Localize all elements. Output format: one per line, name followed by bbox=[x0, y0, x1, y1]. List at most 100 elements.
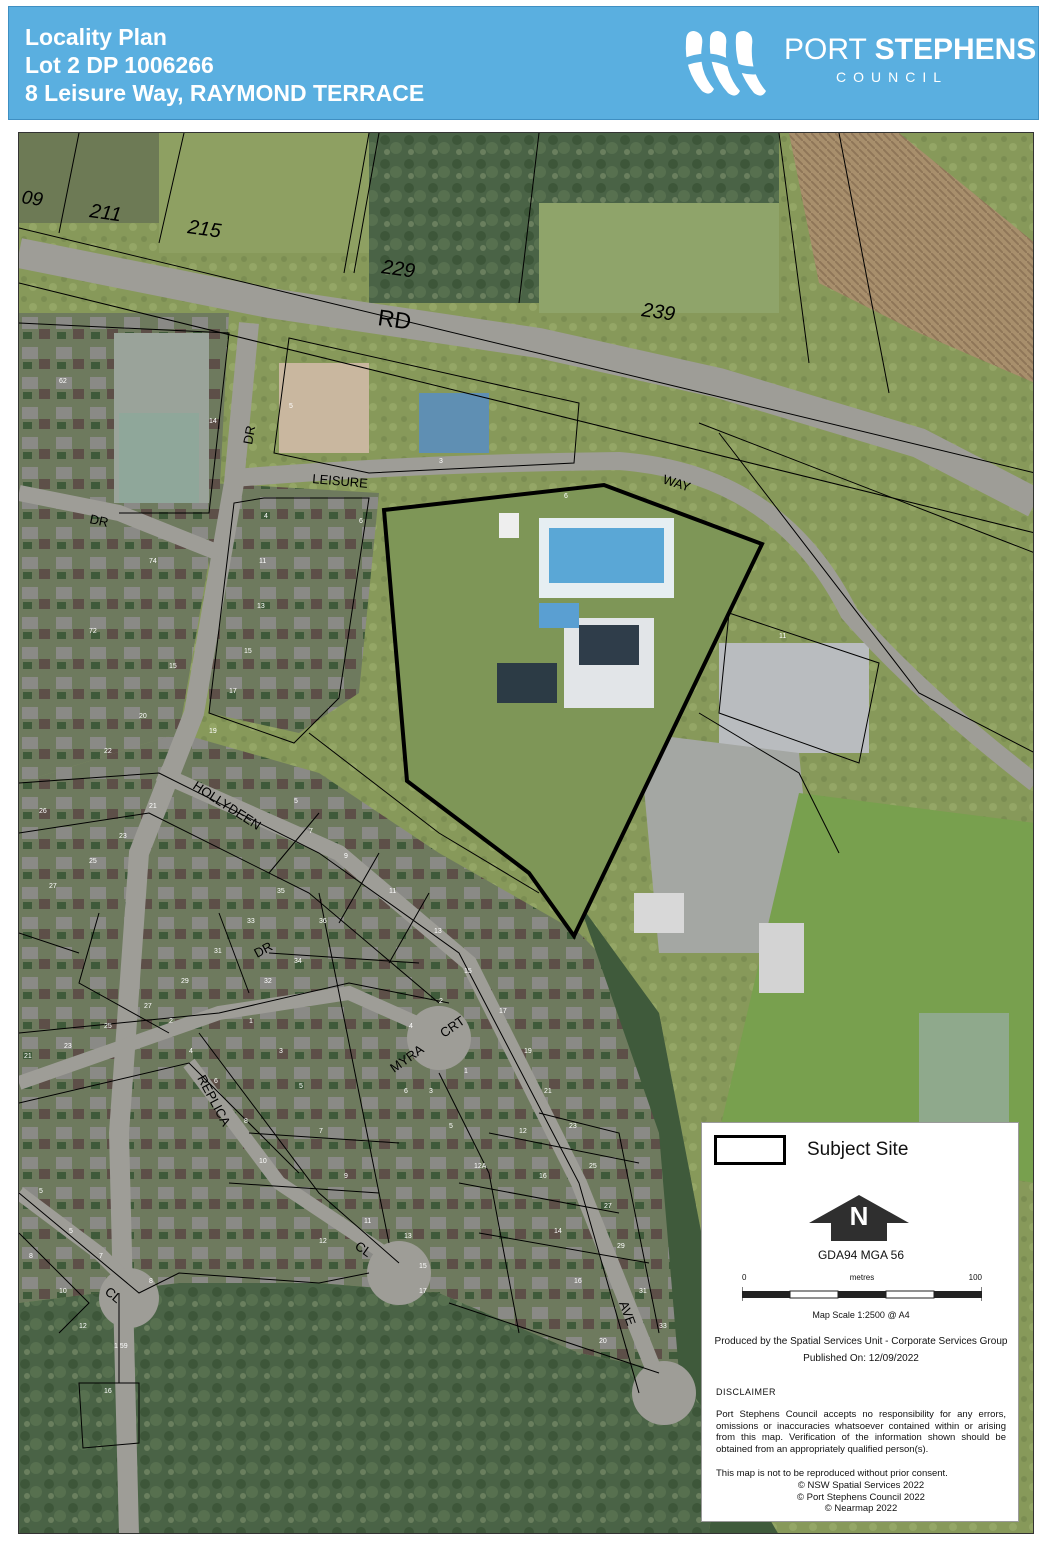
lot-number: 17 bbox=[229, 688, 237, 695]
lot-number: 13 bbox=[404, 1233, 412, 1240]
lot-number: 3 bbox=[439, 458, 443, 465]
street-label-dr-top: DR bbox=[240, 424, 258, 445]
lot-number: 36 bbox=[319, 918, 327, 925]
building-west bbox=[119, 413, 199, 503]
lot-number: 8 bbox=[29, 1253, 33, 1260]
lot-labels: 09 211 215 229 239 bbox=[20, 187, 676, 325]
credit-nearmap: © Nearmap 2022 bbox=[824, 1503, 898, 1514]
logo-stephens: STEPHENS bbox=[874, 33, 1037, 66]
units-block bbox=[279, 363, 369, 453]
lot-number: 35 bbox=[277, 888, 285, 895]
lot-number: 31 bbox=[214, 948, 222, 955]
main-road bbox=[19, 238, 1033, 517]
cadastre-boundaries bbox=[19, 133, 1033, 1449]
street-label-leisure: LEISURE bbox=[312, 471, 369, 491]
produced-by: Produced by the Spatial Services Unit - … bbox=[710, 1333, 1012, 1367]
lot-number: 6 bbox=[404, 1088, 408, 1095]
lot-number: 13 bbox=[434, 928, 442, 935]
lot-number: 21 bbox=[544, 1088, 552, 1095]
lot-number: 1 59 bbox=[114, 1343, 128, 1350]
lot-number: 8 bbox=[244, 1118, 248, 1125]
lot-number: 21 bbox=[149, 803, 157, 810]
lot-number: 23 bbox=[119, 833, 127, 840]
scale-max: 100 bbox=[968, 1273, 982, 1282]
lot-number: 12 bbox=[79, 1323, 87, 1330]
map-header: Locality Plan Lot 2 DP 1006266 8 Leisure… bbox=[8, 6, 1039, 120]
title-block: Locality Plan Lot 2 DP 1006266 8 Leisure… bbox=[25, 23, 424, 107]
lot-number: 11 bbox=[364, 1218, 371, 1225]
north-arrow-icon bbox=[809, 1195, 909, 1241]
lot-number: 13 bbox=[257, 603, 265, 610]
lot-number: 20 bbox=[139, 713, 147, 720]
logo-name: PORT STEPHENS bbox=[784, 33, 1036, 67]
lot-label-229: 229 bbox=[379, 256, 416, 283]
lot-number: 29 bbox=[617, 1243, 625, 1250]
scale-bar: 0 metres 100 bbox=[742, 1273, 982, 1313]
lot-number: 15 bbox=[419, 1263, 427, 1270]
lot-number: 5 bbox=[69, 1228, 73, 1235]
leisure-way-road bbox=[233, 451, 1033, 791]
lot-number: 9 bbox=[344, 1173, 348, 1180]
lot-number: 72 bbox=[89, 628, 97, 635]
lot-number: 7 bbox=[309, 828, 313, 835]
lot-number: 7 bbox=[319, 1128, 323, 1135]
lot-number: 4 bbox=[409, 1023, 413, 1030]
lot-number: 5 bbox=[39, 1188, 43, 1195]
lot-number: 17 bbox=[499, 1008, 507, 1015]
lot-number: 10 bbox=[59, 1288, 67, 1295]
lot-label-209: 09 bbox=[20, 187, 44, 211]
council-logo-text: PORT STEPHENS COUNCIL bbox=[784, 33, 1036, 85]
lot-number: 11 bbox=[259, 558, 266, 565]
lot-number: 1 bbox=[249, 1018, 253, 1025]
lot-number: 11 bbox=[389, 888, 396, 895]
lot-number: 5 bbox=[449, 1123, 453, 1130]
lot-number: 15 bbox=[169, 663, 177, 670]
lot-number: 22 bbox=[104, 748, 112, 755]
lot-number: 8 bbox=[149, 1278, 153, 1285]
residential-south bbox=[19, 733, 709, 1373]
lot-number: 3 bbox=[429, 1088, 433, 1095]
logo-council: COUNCIL bbox=[836, 69, 949, 85]
paddock-north bbox=[539, 203, 779, 313]
lot-number: 27 bbox=[49, 883, 57, 890]
disclaimer-heading: DISCLAIMER bbox=[716, 1387, 777, 1397]
warehouse-building bbox=[719, 643, 869, 753]
lot-number: 62 bbox=[59, 378, 67, 385]
lot-number: 14 bbox=[554, 1228, 562, 1235]
lot-number: 19 bbox=[524, 1048, 532, 1055]
lot-number: 2 bbox=[169, 1018, 173, 1025]
lot-number: 34 bbox=[294, 958, 302, 965]
north-arrow: N bbox=[807, 1193, 911, 1253]
lot-number: 23 bbox=[64, 1043, 72, 1050]
lot-number: 5 bbox=[294, 798, 298, 805]
lot-number: 3 bbox=[279, 1048, 283, 1055]
title-address: 8 Leisure Way, RAYMOND TERRACE bbox=[25, 80, 425, 106]
credit-council: © Port Stephens Council 2022 bbox=[797, 1491, 925, 1503]
lot-label-211: 211 bbox=[87, 200, 123, 226]
lot-number: 33 bbox=[247, 918, 255, 925]
title-lot: Lot 2 DP 1006266 bbox=[25, 52, 214, 78]
street-label-dr-left: DR bbox=[88, 511, 109, 530]
amenities-building bbox=[759, 923, 804, 993]
lot-number: 5 bbox=[299, 1083, 303, 1090]
lot-number: 25 bbox=[589, 1163, 597, 1170]
lot-label-239: 239 bbox=[639, 299, 676, 326]
lot-number: 7 bbox=[99, 1253, 103, 1260]
crop-field bbox=[789, 133, 1033, 383]
produced-by-text: Produced by the Spatial Services Unit - … bbox=[714, 1336, 1008, 1347]
lot-number: 2 bbox=[439, 998, 443, 1005]
lot-number: 21 bbox=[24, 1053, 32, 1060]
street-label-rd: RD bbox=[376, 304, 413, 334]
lot-number: 12A bbox=[474, 1163, 487, 1170]
subject-site-outline[interactable] bbox=[381, 482, 765, 940]
lot-number: 17 bbox=[419, 1288, 427, 1295]
paddock bbox=[159, 133, 369, 253]
lot-number: 15 bbox=[464, 968, 472, 975]
subject-site-swatch bbox=[714, 1135, 786, 1165]
lot-number: 6 bbox=[214, 1078, 218, 1085]
tree-corridor bbox=[579, 903, 778, 1533]
lot-number: 31 bbox=[639, 1288, 647, 1295]
lot-number: 6 bbox=[564, 493, 568, 500]
lot-number: 4 bbox=[264, 513, 268, 520]
lot-number: 10 bbox=[259, 1158, 267, 1165]
